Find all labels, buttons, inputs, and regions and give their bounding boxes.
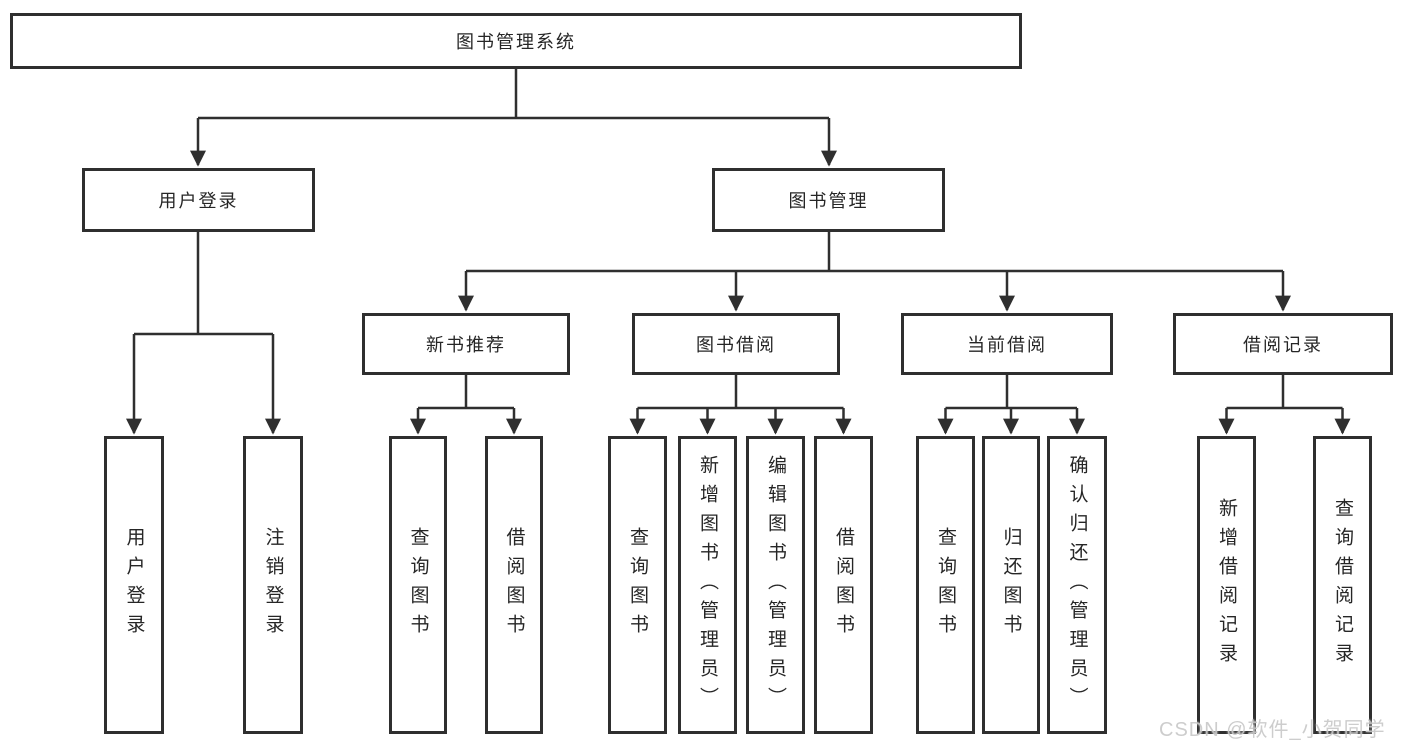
node-label: 图书管理系统	[456, 32, 576, 52]
node-label: 图书管理	[788, 191, 869, 211]
node-label: 确认归还（管理员）	[1066, 454, 1088, 716]
node-book-borrow: 图书借阅	[632, 313, 840, 375]
leaf-query-books-current: 查询图书	[916, 436, 975, 734]
node-label: 新增借阅记录	[1216, 498, 1237, 672]
node-label: 编辑图书（管理员）	[765, 454, 786, 716]
node-label: 查询图书	[935, 527, 956, 643]
leaf-add-books-admin: 新增图书（管理员）	[678, 436, 737, 734]
leaf-logout: 注销登录	[243, 436, 303, 734]
leaf-query-books-borrow: 查询图书	[608, 436, 667, 734]
node-label: 查询借阅记录	[1332, 498, 1353, 672]
leaf-user-login: 用户登录	[104, 436, 164, 734]
node-label: 注销登录	[262, 527, 284, 643]
leaf-add-borrow-record: 新增借阅记录	[1197, 436, 1256, 734]
node-root-system: 图书管理系统	[10, 13, 1022, 69]
leaf-return-books: 归还图书	[982, 436, 1040, 734]
node-label: 借阅图书	[503, 527, 525, 643]
leaf-confirm-return-admin: 确认归还（管理员）	[1047, 436, 1107, 734]
leaf-query-books-recommend: 查询图书	[389, 436, 447, 734]
node-label: 归还图书	[1000, 527, 1022, 643]
leaf-edit-books-admin: 编辑图书（管理员）	[746, 436, 805, 734]
node-label: 查询图书	[407, 527, 429, 643]
leaf-borrow-books: 借阅图书	[814, 436, 873, 734]
node-label: 借阅图书	[833, 527, 854, 643]
node-new-book-recommend: 新书推荐	[362, 313, 570, 375]
node-label: 新增图书（管理员）	[697, 454, 718, 716]
node-label: 查询图书	[627, 527, 648, 643]
leaf-query-borrow-record: 查询借阅记录	[1313, 436, 1372, 734]
node-label: 用户登录	[158, 191, 239, 211]
leaf-borrow-books-recommend: 借阅图书	[485, 436, 543, 734]
node-label: 用户登录	[123, 527, 145, 643]
node-label: 借阅记录	[1243, 335, 1323, 355]
node-current-borrow: 当前借阅	[901, 313, 1113, 375]
node-user-login: 用户登录	[82, 168, 315, 232]
node-label: 图书借阅	[696, 335, 776, 355]
node-label: 新书推荐	[426, 335, 506, 355]
node-borrow-records: 借阅记录	[1173, 313, 1393, 375]
node-book-management: 图书管理	[712, 168, 945, 232]
node-label: 当前借阅	[967, 335, 1047, 355]
csdn-watermark: CSDN @软件_小贺同学	[1159, 719, 1386, 741]
